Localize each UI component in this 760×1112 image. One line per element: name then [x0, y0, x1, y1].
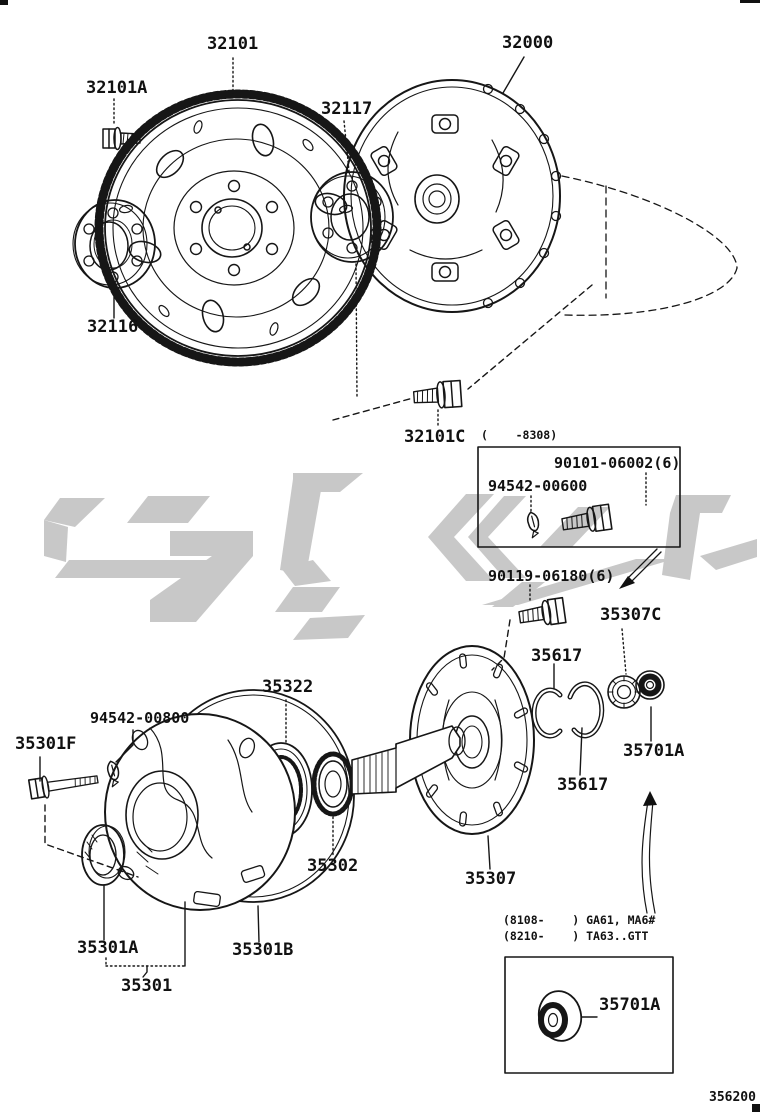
- callout-35302: 35302: [307, 856, 359, 876]
- callout-note-8308: ( -8308): [481, 428, 558, 442]
- snap-ring-35617-lower-drawing: [567, 681, 605, 739]
- oil-seal-35701a-inset-drawing: [537, 990, 583, 1042]
- callout-32101c: 32101C: [404, 427, 466, 447]
- snap-ring-35617-upper-drawing: [531, 687, 563, 739]
- clip-94542-00800-drawing: [106, 760, 120, 788]
- pump-shaft-drawing: [351, 725, 466, 795]
- bolt-90101-drawing: [561, 503, 613, 533]
- callout-94542-00800: 94542-00800: [90, 709, 190, 727]
- callout-35301a: 35301A: [77, 938, 139, 958]
- callout-32101: 32101: [207, 34, 259, 54]
- callout-32000: 32000: [502, 33, 554, 53]
- callout-32116: 32116: [87, 317, 139, 337]
- spacer-32116-drawing: [72, 199, 156, 289]
- brush-arrow: [619, 548, 662, 589]
- callout-35322: 35322: [262, 677, 314, 697]
- torque-converter-32000-drawing: [343, 79, 738, 316]
- callout-35301: 35301: [121, 976, 173, 996]
- callout-32101a: 32101A: [86, 78, 148, 98]
- callout-32117: 32117: [321, 99, 373, 119]
- curved-arrow: [641, 791, 657, 914]
- pump-body-35301-drawing: [104, 713, 296, 911]
- variant-note-line2: (8210- ) TA63..GTT: [503, 929, 649, 943]
- bolt-35301f-drawing: [27, 775, 99, 800]
- oil-seal-35301a-drawing: [81, 824, 126, 886]
- watermark: [44, 473, 757, 640]
- inset-box-seal-variant: [504, 956, 674, 1074]
- figure-number: 356200: [709, 1090, 756, 1105]
- plate-32117-drawing: [310, 171, 394, 263]
- inset-box-bolt-kit: [477, 446, 681, 548]
- bearing-35307c-drawing: [607, 675, 641, 709]
- callout-35307: 35307: [465, 869, 517, 889]
- bolt-32101a-drawing: [102, 126, 141, 151]
- callout-90119-06180: 90119-06180(6): [488, 567, 615, 585]
- leader-lines: [39, 56, 652, 1018]
- bolt-32101c-drawing: [412, 379, 463, 409]
- callout-35701a: 35701A: [623, 741, 685, 761]
- callout-35301b: 35301B: [232, 940, 294, 960]
- variant-note-line1: (8108- ) GA61, MA6#: [503, 913, 656, 927]
- callout-90101-06002: 90101-06002(6): [554, 454, 681, 472]
- callout-94542-00600: 94542-00600: [488, 477, 588, 495]
- clip-94542-00600-drawing: [526, 511, 540, 539]
- callout-35307c: 35307C: [600, 605, 662, 625]
- drive-gear-35302-drawing: [311, 751, 355, 817]
- callout-35301f: 35301F: [15, 734, 77, 754]
- callout-35701a-inset: 35701A: [599, 995, 661, 1015]
- bolt-90119-drawing: [518, 596, 567, 626]
- oil-seal-35701a-drawing: [635, 670, 665, 700]
- callout-35617-lower: 35617: [557, 775, 609, 795]
- callout-35617-upper: 35617: [531, 646, 583, 666]
